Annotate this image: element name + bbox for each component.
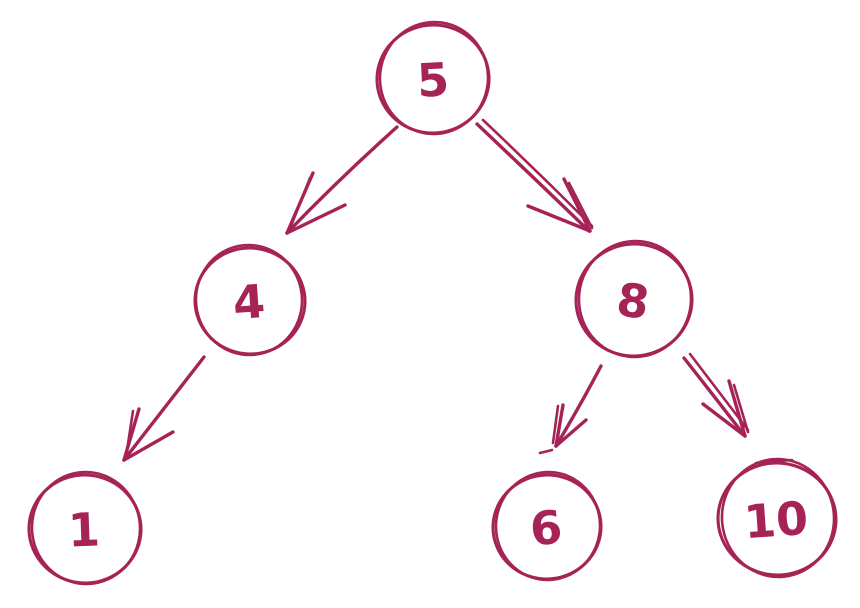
edge-5-4	[285, 125, 399, 235]
tree-node-10: 10	[716, 457, 838, 579]
tree-node-5: 5	[375, 20, 491, 136]
tree-node-1: 1	[27, 470, 143, 586]
tree-node-8: 8	[574, 239, 694, 359]
node-10-value: 10	[742, 491, 810, 549]
node-8-value: 8	[613, 272, 652, 330]
edge-8-10	[682, 352, 750, 438]
node-5-value: 5	[416, 52, 451, 108]
edge-4-1	[122, 355, 206, 462]
tree-node-4: 4	[193, 243, 307, 357]
edge-5-8	[475, 118, 594, 233]
edge-8-6	[551, 364, 603, 448]
node-6-value: 6	[528, 500, 565, 557]
node-4-value: 4	[231, 274, 267, 330]
node-1-value: 1	[67, 502, 101, 557]
tree-node-6: 6	[491, 448, 603, 582]
